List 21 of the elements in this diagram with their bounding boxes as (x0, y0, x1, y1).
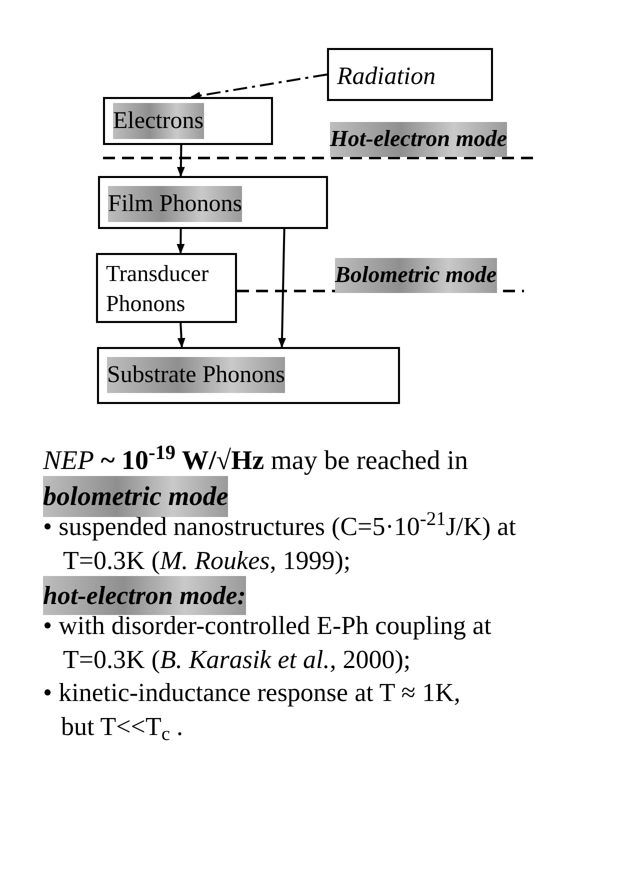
box-label: Electrons (113, 103, 204, 139)
arrow (190, 74, 328, 100)
box-label: Transducer Phonons (106, 260, 210, 318)
box-label: Radiation (337, 62, 436, 92)
note-text: • kinetic-inductance response at T ≈ 1K, but T<<T$_{c}$ . (43, 677, 462, 744)
highlighted-text: Bolometric mode (335, 258, 497, 292)
arrow (177, 322, 186, 348)
box-label: Substrate Phonons (107, 357, 286, 393)
process-box (97, 347, 400, 404)
arrow (278, 228, 286, 348)
note-text: NEP ~ 10$^{-19}$ W/√Hz may be reached in (43, 440, 470, 477)
highlighted-text: Hot-electron mode (330, 122, 507, 156)
process-box (96, 253, 237, 323)
box-label: Film Phonons (108, 186, 242, 222)
arrow (176, 229, 185, 254)
process-box (327, 48, 493, 101)
process-box (103, 97, 273, 145)
highlighted-text: hot-electron mode: (43, 576, 246, 615)
process-box (98, 176, 328, 229)
highlighted-text: bolometric mode (43, 476, 228, 516)
arrow (176, 144, 185, 177)
